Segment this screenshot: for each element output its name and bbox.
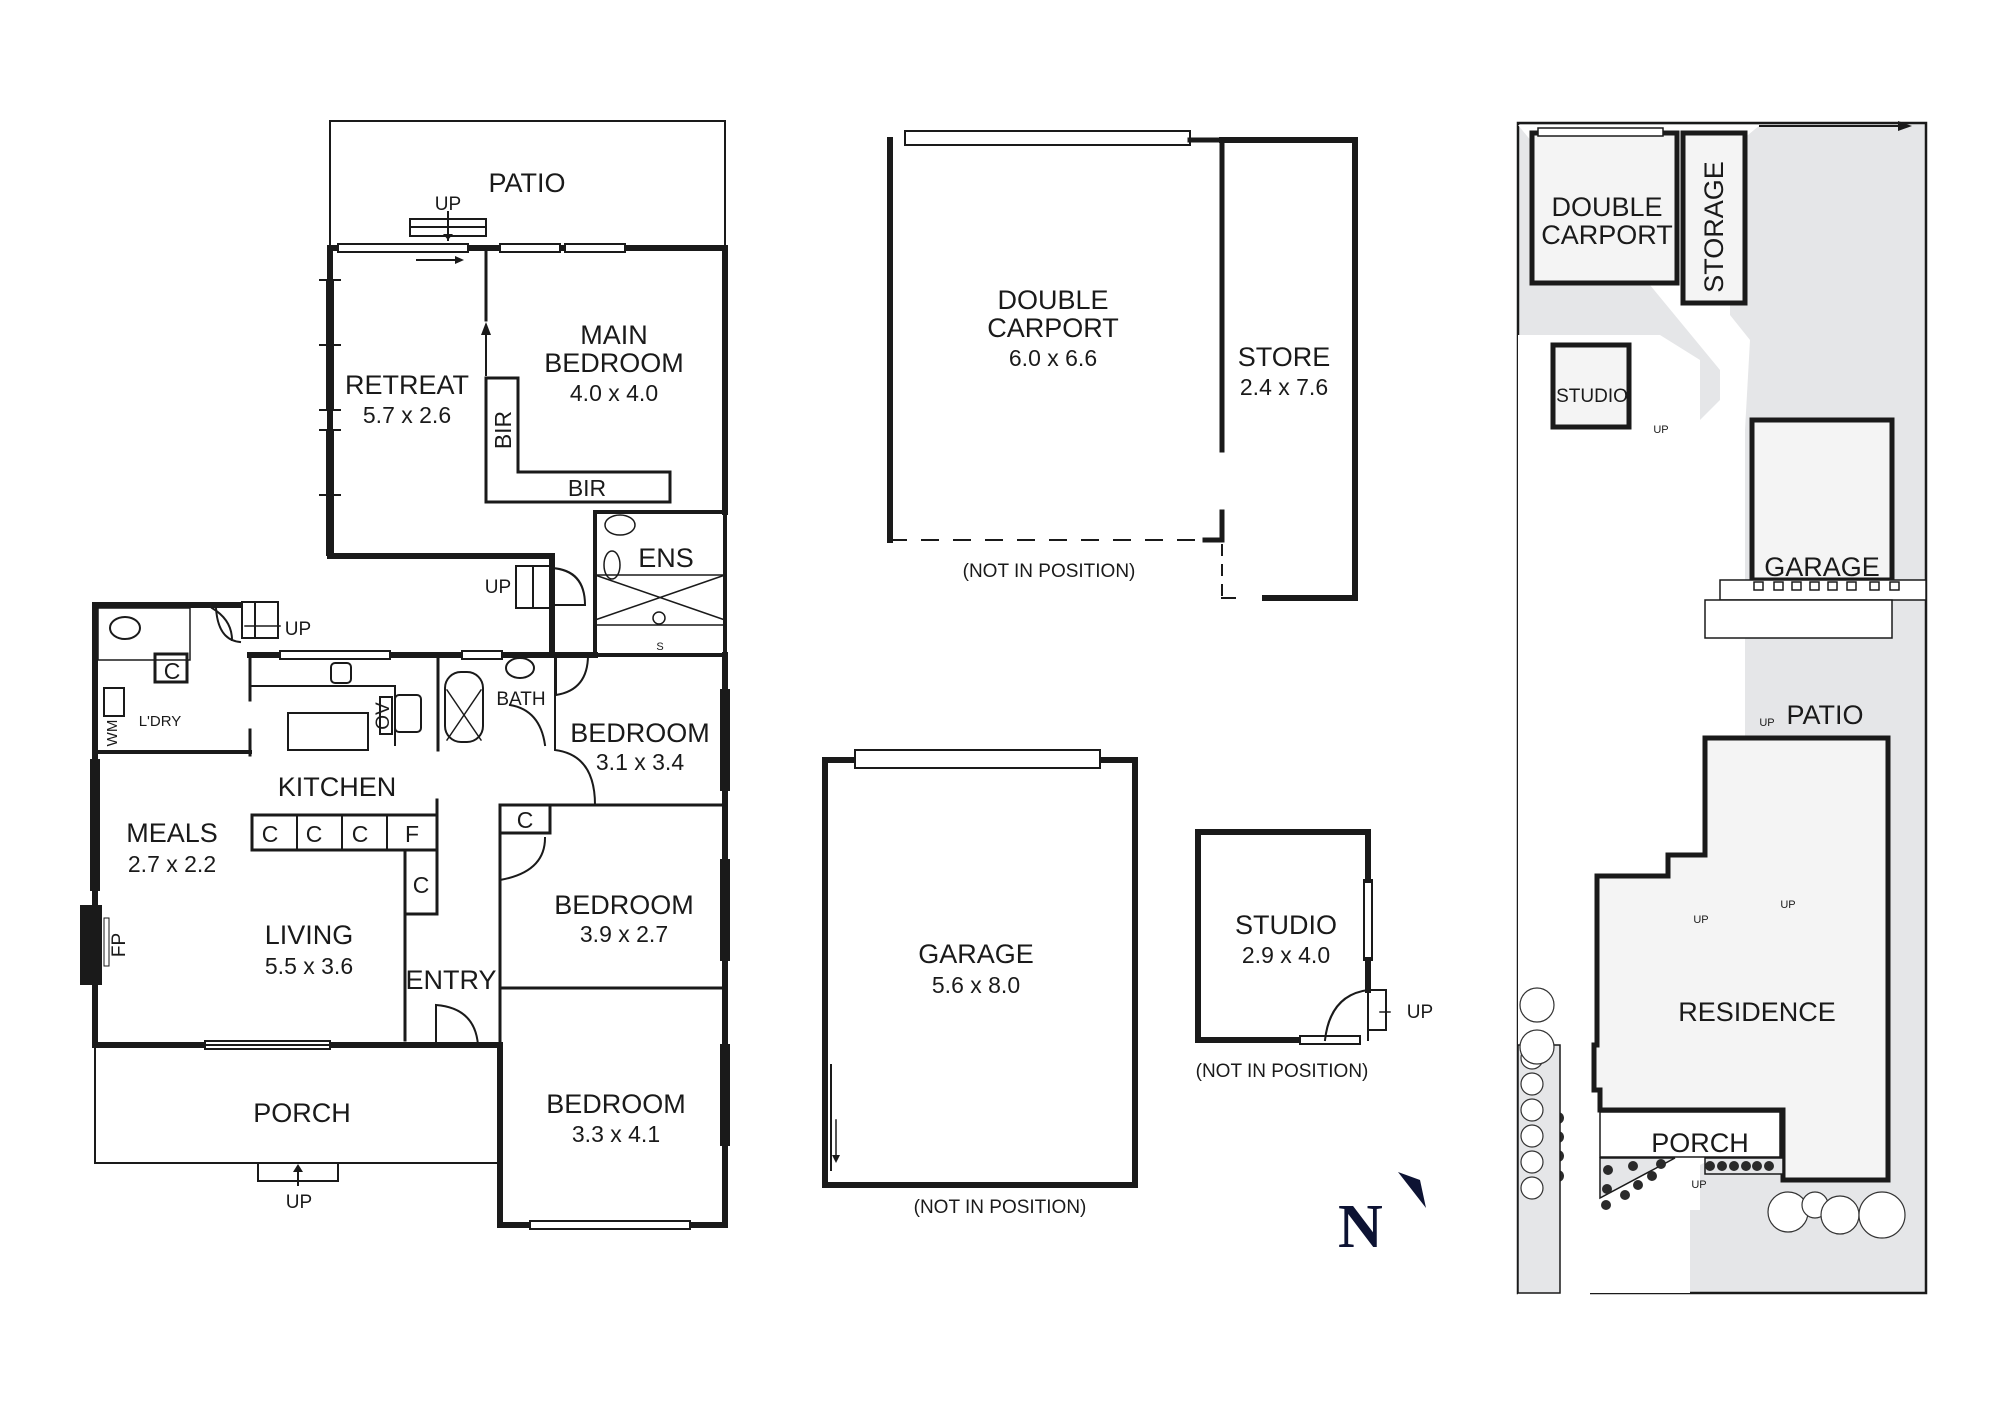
room-dims-bedroom-2: 3.1 x 3.4	[595, 748, 685, 775]
outbuilding-label-store: STORE	[1237, 341, 1331, 372]
room-label-retreat: RETREAT	[344, 369, 470, 400]
room-label-main-bedroom-l1: MAIN	[580, 319, 648, 350]
shower-label: S	[656, 641, 664, 654]
room-label-ens: ENS	[638, 542, 694, 573]
room-label-laundry: L'DRY	[138, 713, 182, 731]
room-dims-bedroom-4: 3.3 x 4.1	[571, 1120, 661, 1147]
oven-label: OV	[373, 702, 395, 730]
north-compass-label: N	[1338, 1193, 1383, 1261]
room-label-entry: ENTRY	[405, 964, 497, 995]
stair-label-laundry-up: UP	[284, 619, 312, 641]
hall-cupboard-label: C	[516, 806, 534, 833]
kitchen-fridge: F	[404, 820, 420, 847]
room-dims-meals: 2.7 x 2.2	[127, 850, 217, 877]
room-dims-retreat: 5.7 x 2.6	[362, 401, 452, 428]
outbuilding-label-studio: STUDIO	[1234, 909, 1338, 940]
outbuilding-label-garage: GARAGE	[918, 938, 1034, 969]
outbuilding-label-double-carport-l2: CARPORT	[987, 312, 1119, 343]
upper-wing-wall	[327, 245, 598, 658]
site-label-studio: STUDIO	[1556, 386, 1628, 408]
site-stair-residence-up-right: UP	[1780, 899, 1796, 912]
stair-label-side-up: UP	[484, 577, 512, 599]
outbuilding-note-garage: (NOT IN POSITION)	[913, 1197, 1087, 1219]
room-label-meals: MEALS	[126, 817, 218, 848]
kitchen-cupboard-3: C	[351, 820, 369, 847]
room-label-bedroom-2: BEDROOM	[570, 717, 710, 748]
site-label-garage: GARAGE	[1764, 551, 1880, 582]
outbuilding-dims-garage: 5.6 x 8.0	[931, 971, 1021, 998]
site-stair-porch-up: UP	[1691, 1179, 1707, 1192]
room-dims-living: 5.5 x 3.6	[264, 952, 354, 979]
site-label-double-carport-l2: CARPORT	[1541, 219, 1673, 250]
site-label-residence: RESIDENCE	[1678, 996, 1836, 1027]
site-label-porch: PORCH	[1651, 1127, 1749, 1158]
site-stair-studio-up: UP	[1653, 424, 1669, 437]
kitchen-cupboard-side: C	[412, 871, 430, 898]
fireplace-label: FP	[109, 932, 131, 958]
outbuilding-note-studio: (NOT IN POSITION)	[1195, 1061, 1369, 1083]
site-label-patio: PATIO	[1786, 699, 1864, 730]
outbuilding-dims-studio: 2.9 x 4.0	[1241, 941, 1331, 968]
room-label-bir-horizontal: BIR	[567, 474, 607, 501]
site-stair-residence-up-left: UP	[1693, 914, 1709, 927]
room-dims-bedroom-3: 3.9 x 2.7	[579, 920, 669, 947]
kitchen-cupboard-2: C	[305, 820, 323, 847]
outbuilding-dims-store: 2.4 x 7.6	[1239, 373, 1329, 400]
room-label-bedroom-4: BEDROOM	[546, 1088, 686, 1119]
room-label-porch: PORCH	[253, 1097, 351, 1128]
outbuilding-note-double-carport: (NOT IN POSITION)	[962, 561, 1136, 583]
stair-label-porch-up: UP	[285, 1192, 313, 1214]
room-label-bedroom-3: BEDROOM	[554, 889, 694, 920]
site-label-double-carport-l1: DOUBLE	[1551, 191, 1663, 222]
laundry-cupboard-label: C	[163, 657, 181, 684]
site-label-storage: STORAGE	[1698, 161, 1729, 293]
room-label-bath: BATH	[496, 689, 546, 711]
site-stair-patio-up: UP	[1759, 717, 1775, 730]
stair-label-patio-up: UP	[434, 194, 462, 216]
outbuilding-dims-double-carport: 6.0 x 6.6	[1008, 344, 1098, 371]
washing-machine-label: WM	[104, 719, 122, 747]
stair-label-studio-up: UP	[1406, 1002, 1434, 1024]
room-label-bir-vertical: BIR	[489, 410, 516, 450]
room-label-kitchen: KITCHEN	[277, 771, 397, 802]
kitchen-cupboard-1: C	[261, 820, 279, 847]
room-label-main-bedroom-l2: BEDROOM	[544, 347, 684, 378]
room-label-patio: PATIO	[488, 167, 566, 198]
room-label-living: LIVING	[264, 919, 354, 950]
room-dims-main-bedroom: 4.0 x 4.0	[569, 379, 659, 406]
north-arrow-icon	[1398, 1172, 1426, 1208]
outbuilding-label-double-carport-l1: DOUBLE	[997, 284, 1109, 315]
